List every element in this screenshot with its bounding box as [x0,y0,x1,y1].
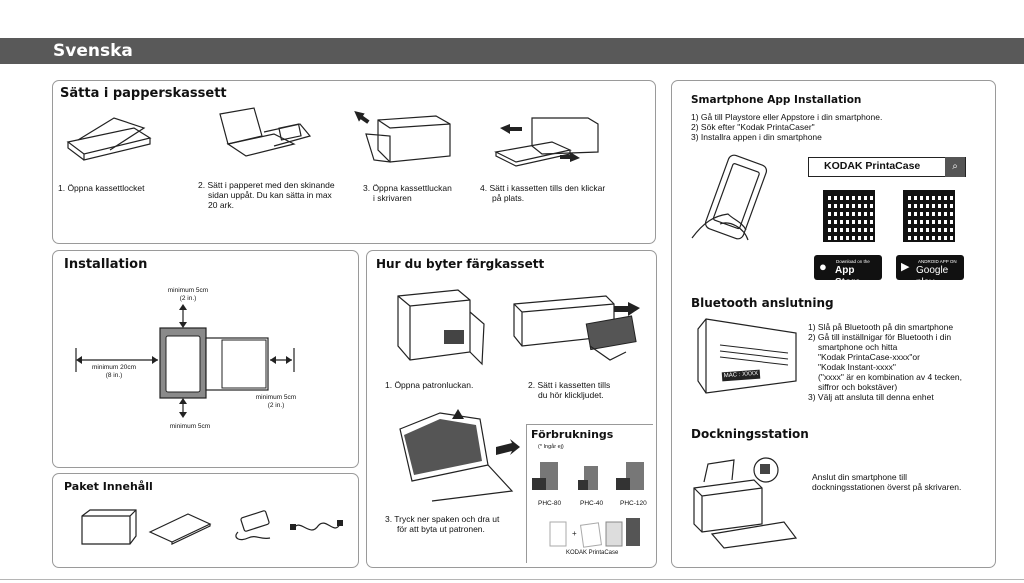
cartridge-panel [366,250,657,568]
clearance-bottom-label: minimum 5cm [169,423,211,430]
dock-instructions: Anslut din smartphone till dockningsstat… [812,472,962,492]
appstore-qr-code [823,190,875,242]
appstore-badge-name: App Store [835,265,861,288]
bottom-rule [0,579,1024,580]
open-cartridge-door-illustration [397,289,485,366]
appstore-badge: ● Download on the App Store [814,255,882,288]
app-install-steps: 1) Gå till Playstore eller Appstore i di… [691,112,883,142]
paper-step-3: 3. Öppna kassettluckan i skrivaren [363,183,452,203]
consumable-item-1: PHC-80 [538,500,562,507]
playstore-qr-code [903,190,955,242]
language-title: Svenska [53,41,133,61]
docking-printer-illustration [693,457,798,549]
clearance-diagram [75,304,295,418]
printer-bottom-illustration [697,318,797,394]
appstore-badge-top: Download on the [836,259,870,264]
insert-paper-illustration [219,107,312,157]
printacase-label: KODAK PrintaCase [566,550,619,556]
printacase-illustration: + [549,518,640,548]
installation-title: Installation [64,257,148,272]
search-icon: ⌕ [945,157,965,177]
package-contents-title: Paket Innehåll [64,480,153,493]
insert-color-cassette-illustration [513,295,640,361]
bluetooth-title: Bluetooth anslutning [691,296,834,310]
open-cassette-lid-illustration [66,117,152,161]
app-search-bar [808,157,966,177]
push-lever-illustration [399,409,520,502]
paper-cassette-panel [52,80,656,244]
googleplay-badge: ▶ ANDROID APP ON Google play [896,255,964,288]
paper-step-4: 4. Sätt i kassetten tills den klickar på… [480,183,606,203]
consumables-title: Förbruknings [531,428,614,441]
googleplay-badge-top: ANDROID APP ON [918,259,957,264]
language-header-bar [0,38,1024,64]
cartridge-step-3: 3. Tryck ner spaken och dra ut för att b… [385,514,500,534]
app-search-text: KODAK PrintaCase [824,160,921,172]
paper-cassette-title: Sätta i papperskassett [60,86,227,101]
printer-item-icon [81,509,137,545]
paper-step-1: 1. Öppna kassettlocket [58,183,145,193]
dock-title: Dockningsstation [691,427,809,441]
cartridge-step-1: 1. Öppna patronluckan. [385,380,474,390]
insert-cassette-illustration [494,117,599,167]
consumable-packs-illustration [532,462,644,490]
consumables-box [526,424,653,563]
package-contents-panel [52,473,359,568]
smartphone-in-hand-illustration [691,154,768,241]
bluetooth-steps: 1) Slå på Bluetooth på din smartphone 2)… [808,322,962,402]
clearance-right-label: minimum 5cm (2 in.) [255,394,297,409]
open-cassette-door-illustration [354,111,451,163]
cartridge-title: Hur du byter färgkassett [376,257,545,271]
clearance-left-label: minimum 20cm (8 in.) [91,364,137,379]
apple-icon: ● [819,259,827,274]
power-adapter-item-icon [235,510,271,541]
consumable-item-2: PHC-40 [580,500,604,507]
cable-item-icon [290,520,343,531]
clearance-top-label: minimum 5cm (2 in.) [167,287,209,302]
app-install-title: Smartphone App Installation [691,94,862,106]
consumables-note: (* Ingår ej) [538,444,564,450]
google-play-icon: ▶ [901,261,910,273]
googleplay-badge-name: Google play [916,265,949,288]
consumable-item-3: PHC-120 [620,500,647,507]
svg-text:+: + [572,529,577,538]
paper-cassette-item-icon [148,513,212,545]
cartridge-step-2: 2. Sätt i kassetten tills du hör klicklj… [528,380,611,400]
paper-step-2: 2. Sätt i papperet med den skinande sida… [198,180,335,210]
